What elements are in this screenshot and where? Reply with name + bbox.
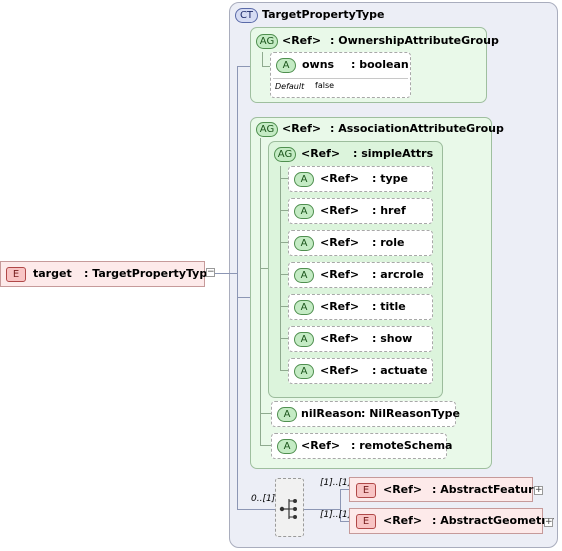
attribute-badge: A bbox=[277, 407, 297, 422]
ownership-group-name: : OwnershipAttributeGroup bbox=[330, 34, 499, 47]
simple-attr-ref: <Ref> bbox=[320, 236, 360, 249]
divider bbox=[273, 78, 408, 79]
simple-attr-item[interactable]: A <Ref> : href bbox=[288, 198, 433, 224]
simple-attr-ref: <Ref> bbox=[320, 172, 360, 185]
attribute-group-badge: AG bbox=[274, 147, 296, 162]
expand-icon[interactable]: + bbox=[534, 485, 543, 495]
connector-line bbox=[340, 489, 341, 522]
simple-attr-item[interactable]: A <Ref> : role bbox=[288, 230, 433, 256]
attribute-badge: A bbox=[294, 332, 314, 347]
connector-line bbox=[262, 66, 271, 67]
target-element[interactable]: E target : TargetPropertyType bbox=[0, 261, 215, 287]
owns-attribute-type: : boolean bbox=[351, 58, 409, 71]
simple-attr-name: : role bbox=[372, 236, 405, 249]
attribute-badge: A bbox=[294, 236, 314, 251]
ownership-group-ref: <Ref> bbox=[282, 34, 322, 47]
ct-badge: CT bbox=[235, 8, 258, 23]
attribute-badge: A bbox=[294, 172, 314, 187]
simple-attr-item[interactable]: A <Ref> : type bbox=[288, 166, 433, 192]
connector-line bbox=[237, 66, 250, 67]
connector-line bbox=[237, 66, 238, 510]
simple-attr-name: : actuate bbox=[372, 364, 428, 377]
association-group-name: : AssociationAttributeGroup bbox=[330, 122, 504, 135]
connector-line bbox=[280, 274, 288, 275]
connector-line bbox=[205, 273, 237, 274]
abstract-geometry-occurrence: [1]..[1] bbox=[320, 510, 352, 520]
simple-attrs-name: : simpleAttrs bbox=[353, 147, 434, 160]
element-badge: E bbox=[6, 267, 26, 282]
simple-attr-ref: <Ref> bbox=[320, 300, 360, 313]
connector-line bbox=[280, 338, 288, 339]
choice-compositor[interactable] bbox=[275, 478, 304, 537]
simple-attr-name: : title bbox=[372, 300, 406, 313]
simple-attr-ref: <Ref> bbox=[320, 268, 360, 281]
attribute-badge: A bbox=[294, 204, 314, 219]
simple-attr-name: : href bbox=[372, 204, 406, 217]
connector-line bbox=[340, 489, 349, 490]
attribute-badge: A bbox=[277, 439, 297, 454]
element-badge: E bbox=[356, 483, 376, 498]
simple-attr-ref: <Ref> bbox=[320, 332, 360, 345]
attribute-badge: A bbox=[294, 300, 314, 315]
simple-attrs-ref: <Ref> bbox=[301, 147, 341, 160]
connector-line bbox=[280, 210, 288, 211]
attribute-badge: A bbox=[276, 58, 296, 73]
simple-attr-item[interactable]: A <Ref> : title bbox=[288, 294, 433, 320]
target-element-type: : TargetPropertyType bbox=[84, 267, 215, 280]
remote-schema-ref: <Ref> bbox=[301, 439, 341, 452]
connector-line bbox=[280, 306, 288, 307]
choice-icon bbox=[279, 499, 297, 519]
association-group-ref: <Ref> bbox=[282, 122, 322, 135]
element-badge: E bbox=[356, 514, 376, 529]
abstract-feature-ref: <Ref> bbox=[383, 483, 423, 496]
owns-attribute[interactable]: A owns : boolean Default false bbox=[270, 52, 411, 98]
connector-line bbox=[260, 268, 269, 269]
nil-reason-name: nilReason bbox=[301, 407, 362, 420]
connector-line bbox=[280, 166, 281, 371]
expand-toggle-icon[interactable]: − bbox=[206, 267, 215, 277]
attribute-badge: A bbox=[294, 268, 314, 283]
nil-reason-type: : NilReasonType bbox=[361, 407, 460, 420]
abstract-feature-element[interactable]: E <Ref> : AbstractFeature bbox=[349, 477, 541, 502]
abstract-geometry-name: : AbstractGeometry bbox=[432, 514, 554, 527]
simple-attr-name: : type bbox=[372, 172, 408, 185]
connector-line bbox=[260, 445, 272, 446]
owns-attribute-name: owns bbox=[302, 58, 335, 71]
simple-attr-item[interactable]: A <Ref> : show bbox=[288, 326, 433, 352]
complex-type-name: TargetPropertyType bbox=[262, 8, 385, 21]
simple-attr-item[interactable]: A <Ref> : actuate bbox=[288, 358, 433, 384]
abstract-feature-occurrence: [1]..[1] bbox=[320, 478, 352, 488]
simple-attr-item[interactable]: A <Ref> : arcrole bbox=[288, 262, 433, 288]
target-element-name: target bbox=[33, 267, 72, 280]
default-value: false bbox=[315, 81, 335, 90]
connector-line bbox=[260, 138, 261, 446]
attribute-group-badge: AG bbox=[256, 122, 278, 137]
remote-schema-attribute[interactable]: A <Ref> : remoteSchema bbox=[271, 433, 452, 459]
connector-line bbox=[260, 413, 272, 414]
abstract-feature-name: : AbstractFeature bbox=[432, 483, 541, 496]
choice-occurrence: 0..[1] bbox=[251, 494, 276, 504]
nil-reason-attribute[interactable]: A nilReason : NilReasonType bbox=[271, 401, 460, 427]
connector-line bbox=[340, 521, 349, 522]
simple-attr-ref: <Ref> bbox=[320, 204, 360, 217]
connector-line bbox=[280, 178, 288, 179]
simple-attr-name: : show bbox=[372, 332, 413, 345]
connector-line bbox=[237, 297, 250, 298]
simple-attr-name: : arcrole bbox=[372, 268, 424, 281]
attribute-badge: A bbox=[294, 364, 314, 379]
connector-line bbox=[280, 242, 288, 243]
expand-icon[interactable]: + bbox=[544, 517, 553, 527]
connector-line bbox=[304, 509, 340, 510]
abstract-geometry-element[interactable]: E <Ref> : AbstractGeometry bbox=[349, 508, 554, 534]
connector-line bbox=[262, 52, 263, 66]
connector-line bbox=[280, 370, 288, 371]
default-label: Default bbox=[275, 82, 305, 91]
remote-schema-name: : remoteSchema bbox=[351, 439, 453, 452]
connector-line bbox=[237, 509, 275, 510]
attribute-group-badge: AG bbox=[256, 34, 278, 49]
simple-attr-ref: <Ref> bbox=[320, 364, 360, 377]
abstract-geometry-ref: <Ref> bbox=[383, 514, 423, 527]
